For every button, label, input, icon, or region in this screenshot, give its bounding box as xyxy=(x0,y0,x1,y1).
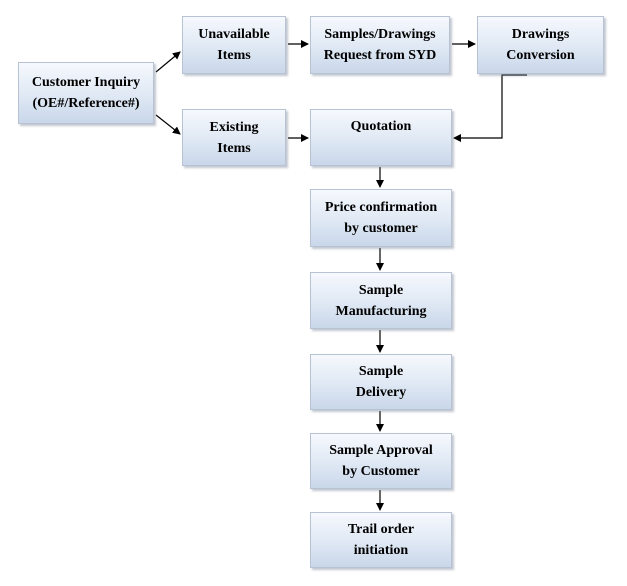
node-existing-items-label: Existing Items xyxy=(209,119,259,156)
node-sample-approval-label: Sample Approval by Customer xyxy=(329,443,433,479)
node-unavailable-items-label: Unavailable Items xyxy=(198,27,270,63)
arrow-inquiry-to-unavailable xyxy=(155,51,181,73)
node-drawings-conversion-label: Drawings Conversion xyxy=(506,27,575,63)
node-sample-manufacturing: Sample Manufacturing xyxy=(310,272,452,329)
node-drawings-conversion: Drawings Conversion xyxy=(477,16,604,74)
node-trail-order: Trail order initiation xyxy=(310,512,452,568)
node-samples-request-label: Samples/Drawings Request from SYD xyxy=(323,27,437,63)
node-price-confirmation-label: Price confirmation by customer xyxy=(324,200,438,236)
node-customer-inquiry: Customer Inquiry (OE#/Reference#) xyxy=(18,62,154,124)
node-customer-inquiry-label: Customer Inquiry (OE#/Reference#) xyxy=(31,75,141,111)
node-unavailable-items: Unavailable Items xyxy=(182,16,286,74)
node-quotation-label: Quotation xyxy=(350,119,412,134)
node-sample-approval: Sample Approval by Customer xyxy=(310,433,452,489)
node-sample-manufacturing-label: Sample Manufacturing xyxy=(335,282,427,319)
node-samples-request: Samples/Drawings Request from SYD xyxy=(310,16,450,74)
node-sample-delivery-label: Sample Delivery xyxy=(355,364,407,400)
node-quotation: Quotation xyxy=(310,109,452,166)
arrow-inquiry-to-existing xyxy=(155,114,181,135)
arrow-drawings-to-quotation xyxy=(453,74,527,142)
node-sample-delivery: Sample Delivery xyxy=(310,354,452,410)
node-trail-order-label: Trail order initiation xyxy=(347,522,415,558)
node-price-confirmation: Price confirmation by customer xyxy=(310,189,452,247)
node-existing-items: Existing Items xyxy=(182,109,286,166)
